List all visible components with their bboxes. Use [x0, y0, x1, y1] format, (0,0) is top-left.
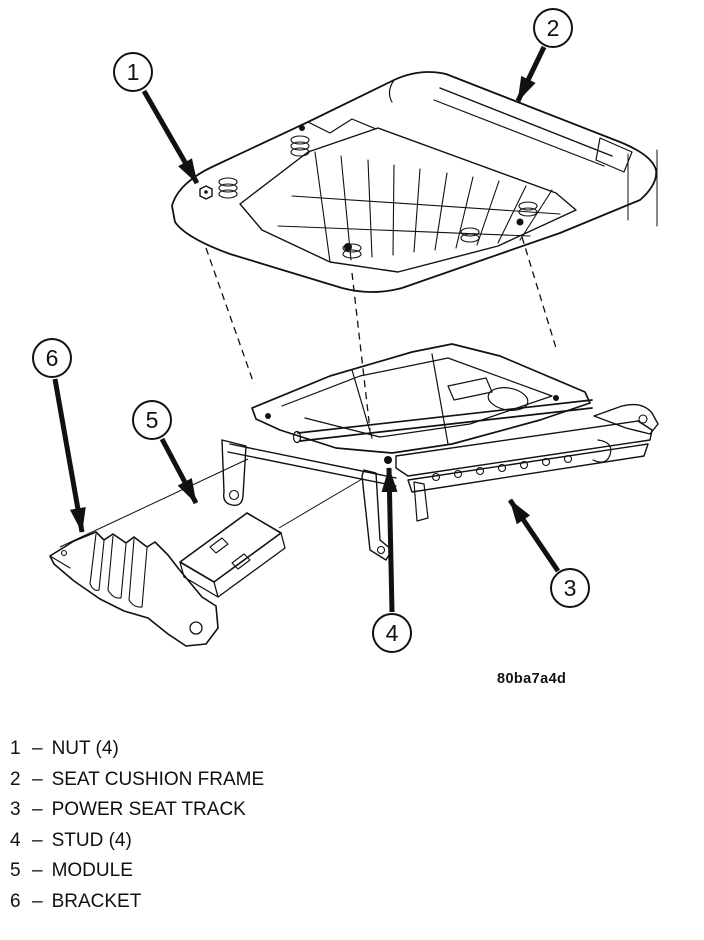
legend-item-5: 5 – MODULE — [10, 860, 264, 891]
legend-item-number: 6 — [10, 890, 21, 912]
legend-item-dash: – — [32, 890, 43, 912]
legend-item-2: 2 – SEAT CUSHION FRAME — [10, 769, 264, 800]
legend-item-dash: – — [32, 860, 43, 881]
legend-item-label: STUD (4) — [51, 829, 132, 851]
figure-code: 80ba7a4d — [497, 671, 567, 687]
arrow-to-module — [159, 437, 199, 505]
legend-item-label: SEAT CUSHION FRAME — [51, 768, 265, 790]
legend-item-number: 3 — [10, 799, 21, 820]
arrow-to-seat-cushion-frame — [515, 45, 547, 103]
callout-1: 1 — [113, 52, 153, 92]
callout-3-number: 3 — [563, 574, 577, 601]
legend-item-1: 1 – NUT (4) — [10, 738, 264, 769]
bracket-ribs — [89, 533, 148, 608]
seat-cushion-frame-drawing — [171, 71, 658, 293]
callout-1-number: 1 — [126, 58, 140, 85]
legend-item-number: 4 — [10, 829, 21, 851]
legend-item-label: POWER SEAT TRACK — [51, 799, 246, 820]
arrow-to-power-seat-track — [507, 498, 561, 573]
callout-4-number: 4 — [385, 619, 399, 646]
alignment-lines — [59, 236, 557, 548]
bracket-drawing — [49, 531, 219, 647]
exploded-view-art — [49, 45, 659, 647]
legend-item-label: NUT (4) — [51, 738, 119, 759]
callout-3: 3 — [550, 568, 590, 608]
callout-2: 2 — [533, 8, 573, 48]
legend-item-dash: – — [32, 738, 43, 759]
callout-6: 6 — [32, 338, 72, 378]
nut-and-studs — [199, 125, 524, 251]
legend-item-3: 3 – POWER SEAT TRACK — [10, 799, 264, 830]
legend-item-4: 4 – STUD (4) — [10, 830, 264, 861]
legend-item-label: MODULE — [51, 860, 133, 881]
stud — [384, 456, 392, 464]
coil-springs — [218, 135, 538, 259]
legend-item-number: 1 — [10, 738, 21, 759]
parts-legend: 1 – NUT (4) 2 – SEAT CUSHION FRAME 3 – P… — [10, 738, 264, 921]
legend-item-label: BRACKET — [51, 890, 142, 912]
arrow-to-bracket — [52, 378, 86, 533]
legend-item-dash: – — [32, 799, 43, 820]
legend-item-number: 5 — [10, 860, 21, 881]
power-seat-track-drawing — [221, 343, 659, 561]
legend-item-dash: – — [32, 768, 43, 790]
callout-6-number: 6 — [45, 344, 59, 371]
track-holes — [431, 454, 573, 482]
arrow-to-nut — [141, 89, 200, 185]
legend-item-number: 2 — [10, 768, 21, 790]
spring-wires — [277, 151, 561, 263]
callout-5-number: 5 — [145, 406, 159, 433]
callout-2-number: 2 — [546, 14, 560, 41]
arrow-to-stud — [381, 467, 398, 613]
legend-item-dash: – — [32, 829, 43, 851]
exploded-view-diagram: 1 2 3 4 5 6 80ba7a4d — [32, 8, 659, 687]
module-drawing — [179, 512, 286, 598]
callout-arrows — [52, 45, 561, 613]
legend-item-6: 6 – BRACKET — [10, 891, 264, 922]
callout-5: 5 — [132, 400, 172, 440]
callout-4: 4 — [372, 613, 412, 653]
